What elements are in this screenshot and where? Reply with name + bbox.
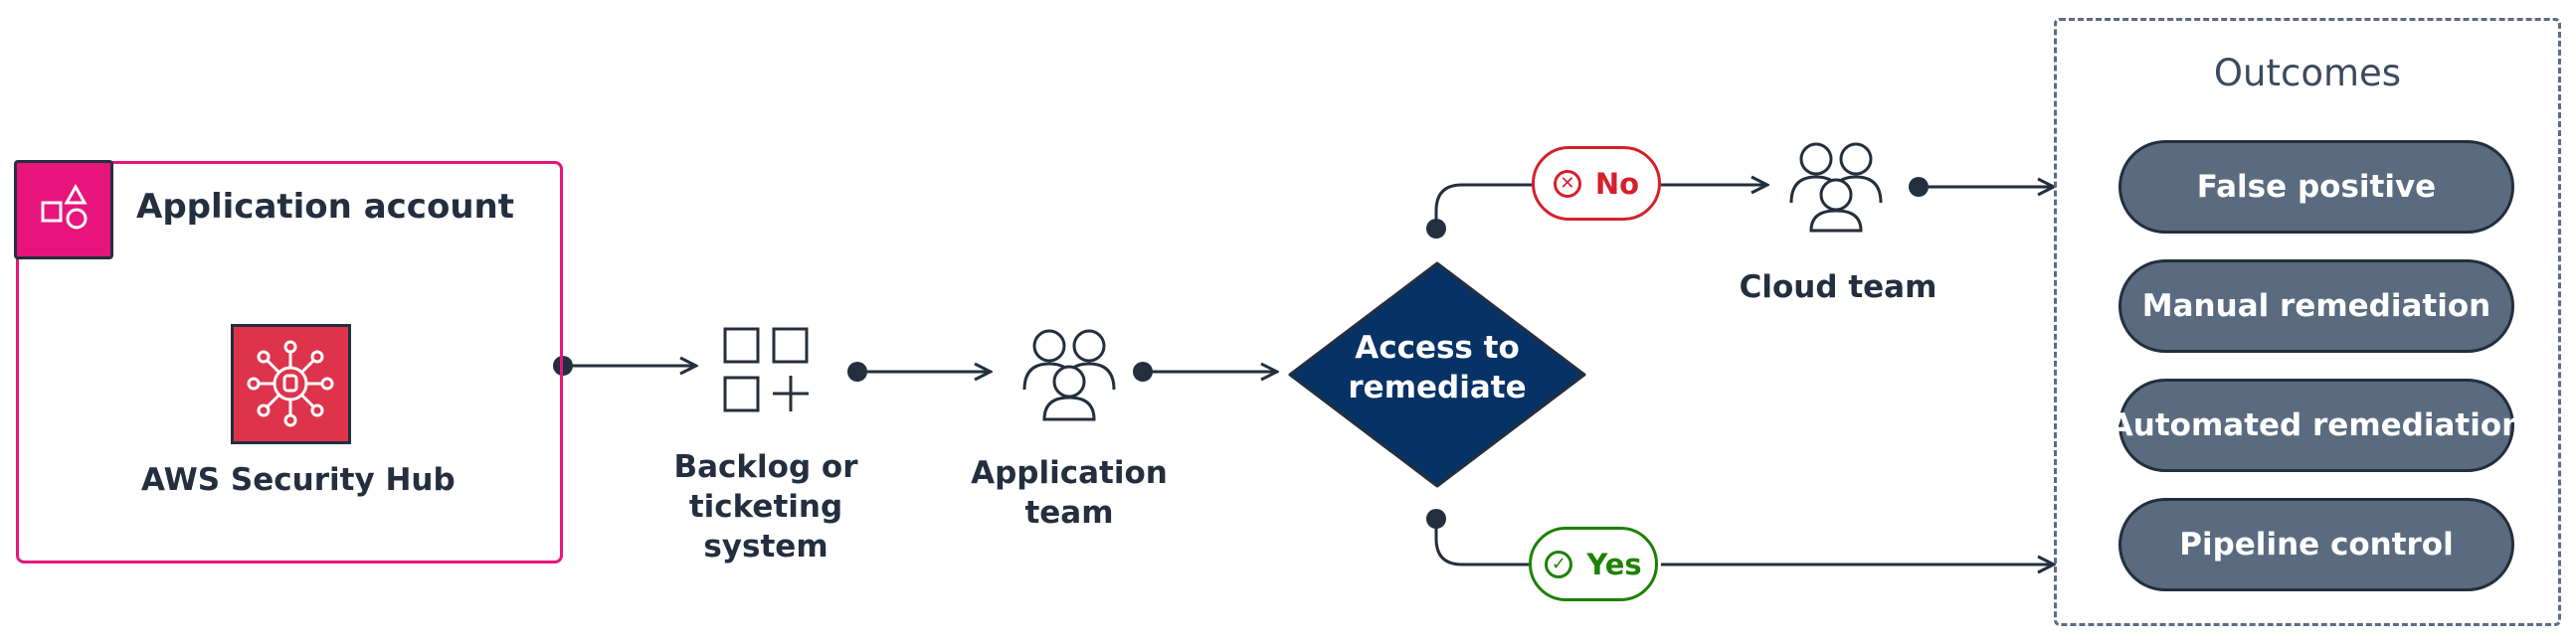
decision-label: Access to remediate	[1288, 328, 1586, 407]
application-team-label: Application team	[960, 453, 1179, 533]
outcomes-group	[2054, 18, 2561, 626]
check-circle-icon: ✓	[1545, 550, 1573, 578]
branch-yes-label: Yes	[1586, 547, 1642, 581]
security-hub-icon	[231, 324, 351, 444]
edge-decision-no	[1426, 185, 1767, 239]
branch-yes-tag: ✓ Yes	[1529, 527, 1658, 601]
edge-decision-yes	[1426, 509, 2054, 564]
outcomes-title: Outcomes	[2213, 52, 2402, 94]
application-account-icon	[14, 160, 113, 259]
cloud-team-label: Cloud team	[1739, 269, 1937, 305]
decision-diamond	[1288, 261, 1586, 488]
outcome-manual-remediation: Manual remediation	[2118, 259, 2514, 353]
outcome-automated-remediation: Automated remediation	[2110, 379, 2523, 472]
application-account-group	[16, 161, 563, 564]
edge-cloud-to-outcomes	[1909, 177, 2054, 197]
backlog-label-line2: ticketing system	[688, 489, 843, 564]
decision-label-line1: Access to	[1355, 330, 1520, 366]
outcome-pipeline-control: Pipeline control	[2118, 498, 2514, 591]
application-team-label-line2: team	[1024, 495, 1114, 531]
x-circle-icon: ✕	[1553, 169, 1581, 198]
backlog-icon	[723, 327, 809, 412]
edge-account-to-backlog	[553, 356, 696, 376]
decision-label-line2: remediate	[1348, 370, 1527, 405]
application-account-title: Application account	[136, 187, 514, 227]
application-team-users-icon	[1022, 329, 1116, 421]
branch-no-label: No	[1594, 166, 1640, 201]
branch-no-tag: ✕ No	[1532, 146, 1661, 221]
edge-team-to-decision	[1133, 362, 1277, 382]
application-team-label-line1: Application	[971, 455, 1168, 491]
security-hub-label: AWS Security Hub	[141, 462, 456, 498]
backlog-label: Backlog or ticketing system	[637, 447, 895, 566]
cloud-team-users-icon	[1789, 142, 1883, 233]
outcome-false-positive: False positive	[2118, 140, 2514, 234]
backlog-label-line1: Backlog or	[673, 449, 858, 485]
edge-backlog-to-team	[847, 362, 991, 382]
